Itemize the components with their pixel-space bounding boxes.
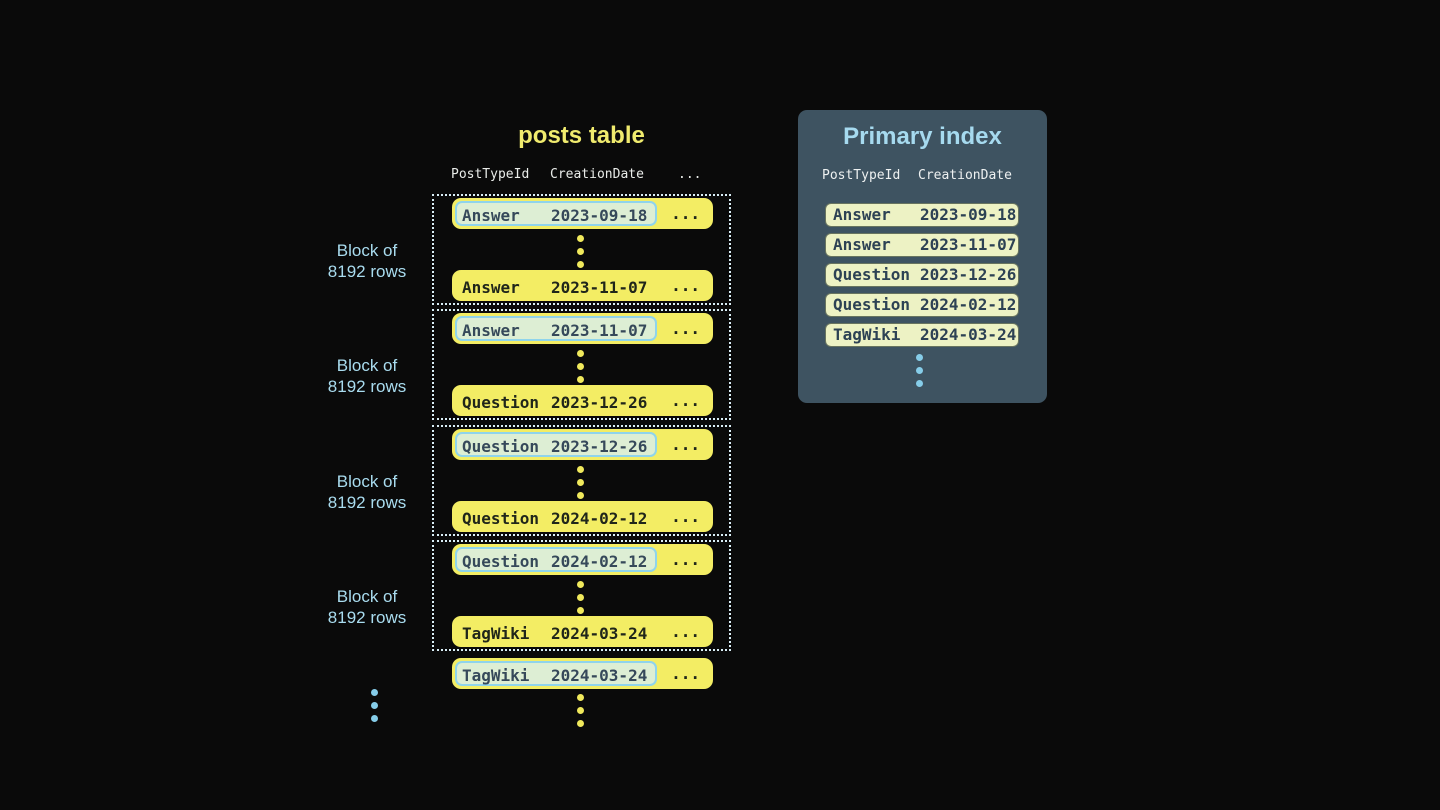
block-label-line2: 8192 rows [327, 493, 407, 512]
index-row: Question 2024-02-12 [825, 293, 1019, 317]
table-row: Question 2023-12-26 ... [452, 429, 713, 460]
row-ellipsis: ... [671, 319, 700, 338]
cell-posttypeid: Question [462, 393, 540, 412]
cell-creationdate: 2024-02-12 [551, 509, 648, 528]
cell-creationdate: 2023-09-18 [920, 205, 1017, 224]
more-blocks-dots [371, 689, 378, 722]
block-1: Block of 8192 rows Answer 2023-09-18 ...… [328, 194, 731, 305]
index-row: TagWiki 2024-03-24 [825, 323, 1019, 347]
column-header-creationdate: CreationDate [918, 168, 1012, 183]
column-header-posttypeid: PostTypeId [451, 167, 530, 182]
cell-creationdate: 2024-02-12 [920, 295, 1017, 314]
block-label-line2: 8192 rows [327, 608, 407, 627]
cell-creationdate: 2023-12-26 [551, 437, 648, 456]
cell-creationdate: 2023-09-18 [551, 206, 648, 225]
cell-posttypeid: Question [462, 437, 540, 456]
cell-posttypeid: Question [833, 295, 911, 314]
column-header-creationdate: CreationDate [550, 167, 644, 182]
block-label-line2: 8192 rows [327, 262, 407, 281]
cell-creationdate: 2023-11-07 [920, 235, 1017, 254]
row-ellipsis: ... [671, 550, 700, 569]
cell-creationdate: 2024-03-24 [920, 325, 1017, 344]
cell-posttypeid: Question [462, 552, 540, 571]
index-row: Question 2023-12-26 [825, 263, 1019, 287]
block-4-label: Block of 8192 rows [310, 586, 424, 628]
cell-posttypeid: Answer [462, 278, 520, 297]
column-header-posttypeid: PostTypeId [822, 168, 901, 183]
cell-posttypeid: Answer [833, 205, 891, 224]
table-row-overflow: TagWiki 2024-03-24 ... [452, 658, 713, 689]
row-ellipsis: ... [671, 435, 700, 454]
ellipsis-dots [577, 466, 584, 499]
block-label-line2: 8192 rows [327, 377, 407, 396]
column-header-ellipsis: ... [678, 167, 702, 182]
cell-posttypeid: Question [833, 265, 911, 284]
table-row: TagWiki 2024-03-24 ... [452, 616, 713, 647]
ellipsis-dots [577, 581, 584, 614]
cell-creationdate: 2023-12-26 [920, 265, 1017, 284]
row-ellipsis: ... [671, 507, 700, 526]
row-ellipsis: ... [671, 622, 700, 641]
row-cells: Question 2023-12-26 [455, 388, 657, 413]
block-label-line1: Block of [336, 356, 398, 375]
cell-posttypeid: Answer [462, 321, 520, 340]
block-1-label: Block of 8192 rows [310, 240, 424, 282]
block-3: Block of 8192 rows Question 2023-12-26 .… [328, 425, 731, 536]
row-ellipsis: ... [671, 204, 700, 223]
block-2: Block of 8192 rows Answer 2023-11-07 ...… [328, 309, 731, 420]
ellipsis-dots [577, 694, 584, 727]
cell-posttypeid: Answer [833, 235, 891, 254]
block-label-line1: Block of [336, 587, 398, 606]
ellipsis-dots [577, 350, 584, 383]
primary-index-panel: Primary index PostTypeId CreationDate An… [798, 110, 1047, 403]
cell-creationdate: 2024-03-24 [551, 666, 648, 685]
table-row: Question 2024-02-12 ... [452, 501, 713, 532]
row-ellipsis: ... [671, 276, 700, 295]
block-label-line1: Block of [336, 241, 398, 260]
cell-posttypeid: Question [462, 509, 540, 528]
index-mark-highlight: Question 2023-12-26 [455, 432, 657, 457]
cell-creationdate: 2023-12-26 [551, 393, 648, 412]
table-row: Question 2023-12-26 ... [452, 385, 713, 416]
index-mark-highlight: Answer 2023-09-18 [455, 201, 657, 226]
block-4: Block of 8192 rows Question 2024-02-12 .… [328, 540, 731, 651]
cell-creationdate: 2023-11-07 [551, 321, 648, 340]
more-index-entries-dots [916, 354, 923, 387]
index-row: Answer 2023-09-18 [825, 203, 1019, 227]
row-cells: TagWiki 2024-03-24 [455, 619, 657, 644]
posts-table-title: posts table [518, 122, 645, 149]
cell-posttypeid: TagWiki [462, 624, 530, 643]
index-mark-highlight: Answer 2023-11-07 [455, 316, 657, 341]
cell-posttypeid: TagWiki [833, 325, 901, 344]
row-cells: Question 2024-02-12 [455, 504, 657, 529]
table-row: Question 2024-02-12 ... [452, 544, 713, 575]
index-row: Answer 2023-11-07 [825, 233, 1019, 257]
cell-creationdate: 2024-03-24 [551, 624, 648, 643]
row-ellipsis: ... [671, 391, 700, 410]
block-label-line1: Block of [336, 472, 398, 491]
index-mark-highlight: Question 2024-02-12 [455, 547, 657, 572]
table-row: Answer 2023-09-18 ... [452, 198, 713, 229]
ellipsis-dots [577, 235, 584, 268]
cell-creationdate: 2023-11-07 [551, 278, 648, 297]
row-cells: Answer 2023-11-07 [455, 273, 657, 298]
table-row: Answer 2023-11-07 ... [452, 270, 713, 301]
cell-posttypeid: Answer [462, 206, 520, 225]
row-ellipsis: ... [671, 664, 700, 683]
primary-index-title: Primary index [843, 123, 1002, 150]
cell-creationdate: 2024-02-12 [551, 552, 648, 571]
index-mark-highlight: TagWiki 2024-03-24 [455, 661, 657, 686]
block-2-label: Block of 8192 rows [310, 355, 424, 397]
cell-posttypeid: TagWiki [462, 666, 530, 685]
table-row: Answer 2023-11-07 ... [452, 313, 713, 344]
block-3-label: Block of 8192 rows [310, 471, 424, 513]
